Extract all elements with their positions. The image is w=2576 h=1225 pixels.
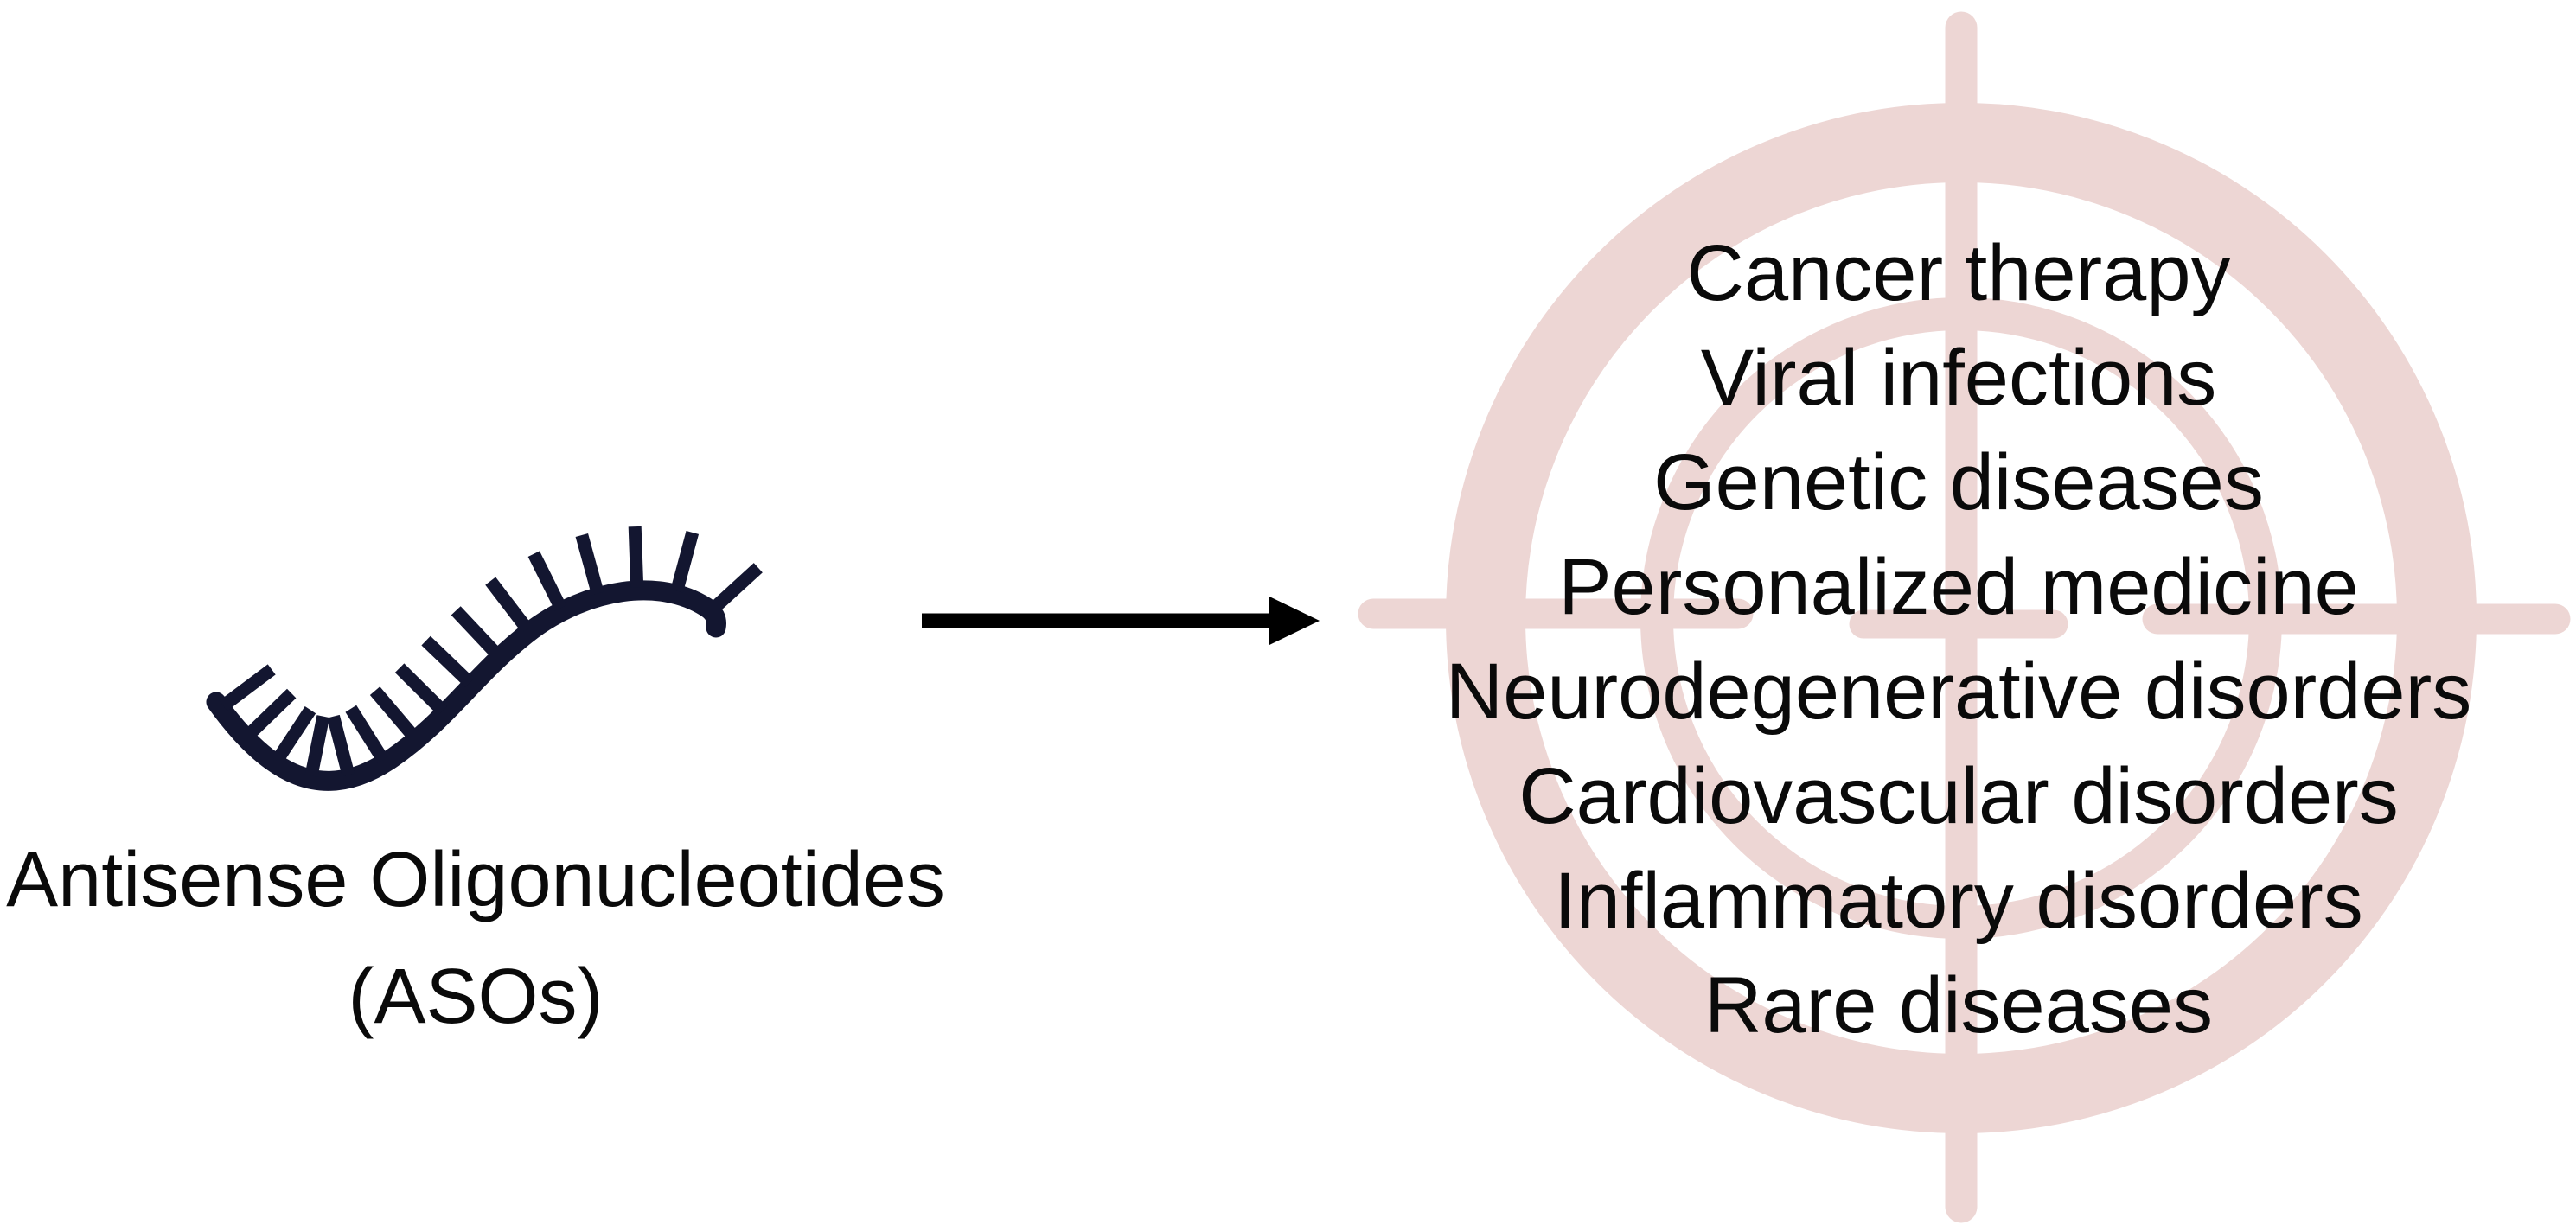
strand-tick bbox=[628, 526, 644, 588]
application-item: Rare diseases bbox=[1703, 961, 2214, 1050]
application-item: Inflammatory disorders bbox=[1554, 857, 2363, 945]
strand-tick bbox=[219, 664, 276, 711]
strand-tick bbox=[327, 714, 355, 777]
aso-label-line2: (ASOs) bbox=[348, 954, 604, 1040]
strand-tick bbox=[345, 705, 389, 763]
aso-label: Antisense Oligonucleotides (ASOs) bbox=[0, 822, 951, 1056]
strand-tick bbox=[369, 686, 419, 742]
strand-tick bbox=[670, 530, 700, 593]
application-item: Cardiovascular disorders bbox=[1518, 752, 2399, 840]
strand-tick bbox=[243, 688, 297, 741]
application-item: Cancer therapy bbox=[1686, 229, 2231, 317]
strand-backbone bbox=[206, 580, 726, 791]
strand-tick bbox=[272, 705, 316, 764]
application-item: Genetic diseases bbox=[1653, 438, 2264, 526]
aso-label-line1: Antisense Oligonucleotides bbox=[6, 837, 945, 923]
strand-tick bbox=[527, 551, 567, 611]
application-item: Viral infections bbox=[1700, 334, 2217, 422]
aso-strand-icon bbox=[206, 526, 763, 791]
application-item: Personalized medicine bbox=[1558, 543, 2359, 631]
target-crosshair-icon bbox=[1358, 11, 2571, 1223]
arrow-head bbox=[1269, 597, 1320, 645]
strand-tick bbox=[575, 533, 604, 596]
strand-tick bbox=[394, 663, 448, 716]
strand-tick bbox=[304, 715, 330, 777]
strand-tick bbox=[451, 606, 502, 660]
strand-tick bbox=[421, 635, 475, 688]
strand-tick bbox=[485, 577, 533, 634]
right-arrow-icon bbox=[922, 597, 1320, 645]
strand-ticks bbox=[219, 526, 763, 777]
strand-tick bbox=[709, 563, 763, 614]
application-item: Neurodegenerative disorders bbox=[1445, 648, 2472, 736]
